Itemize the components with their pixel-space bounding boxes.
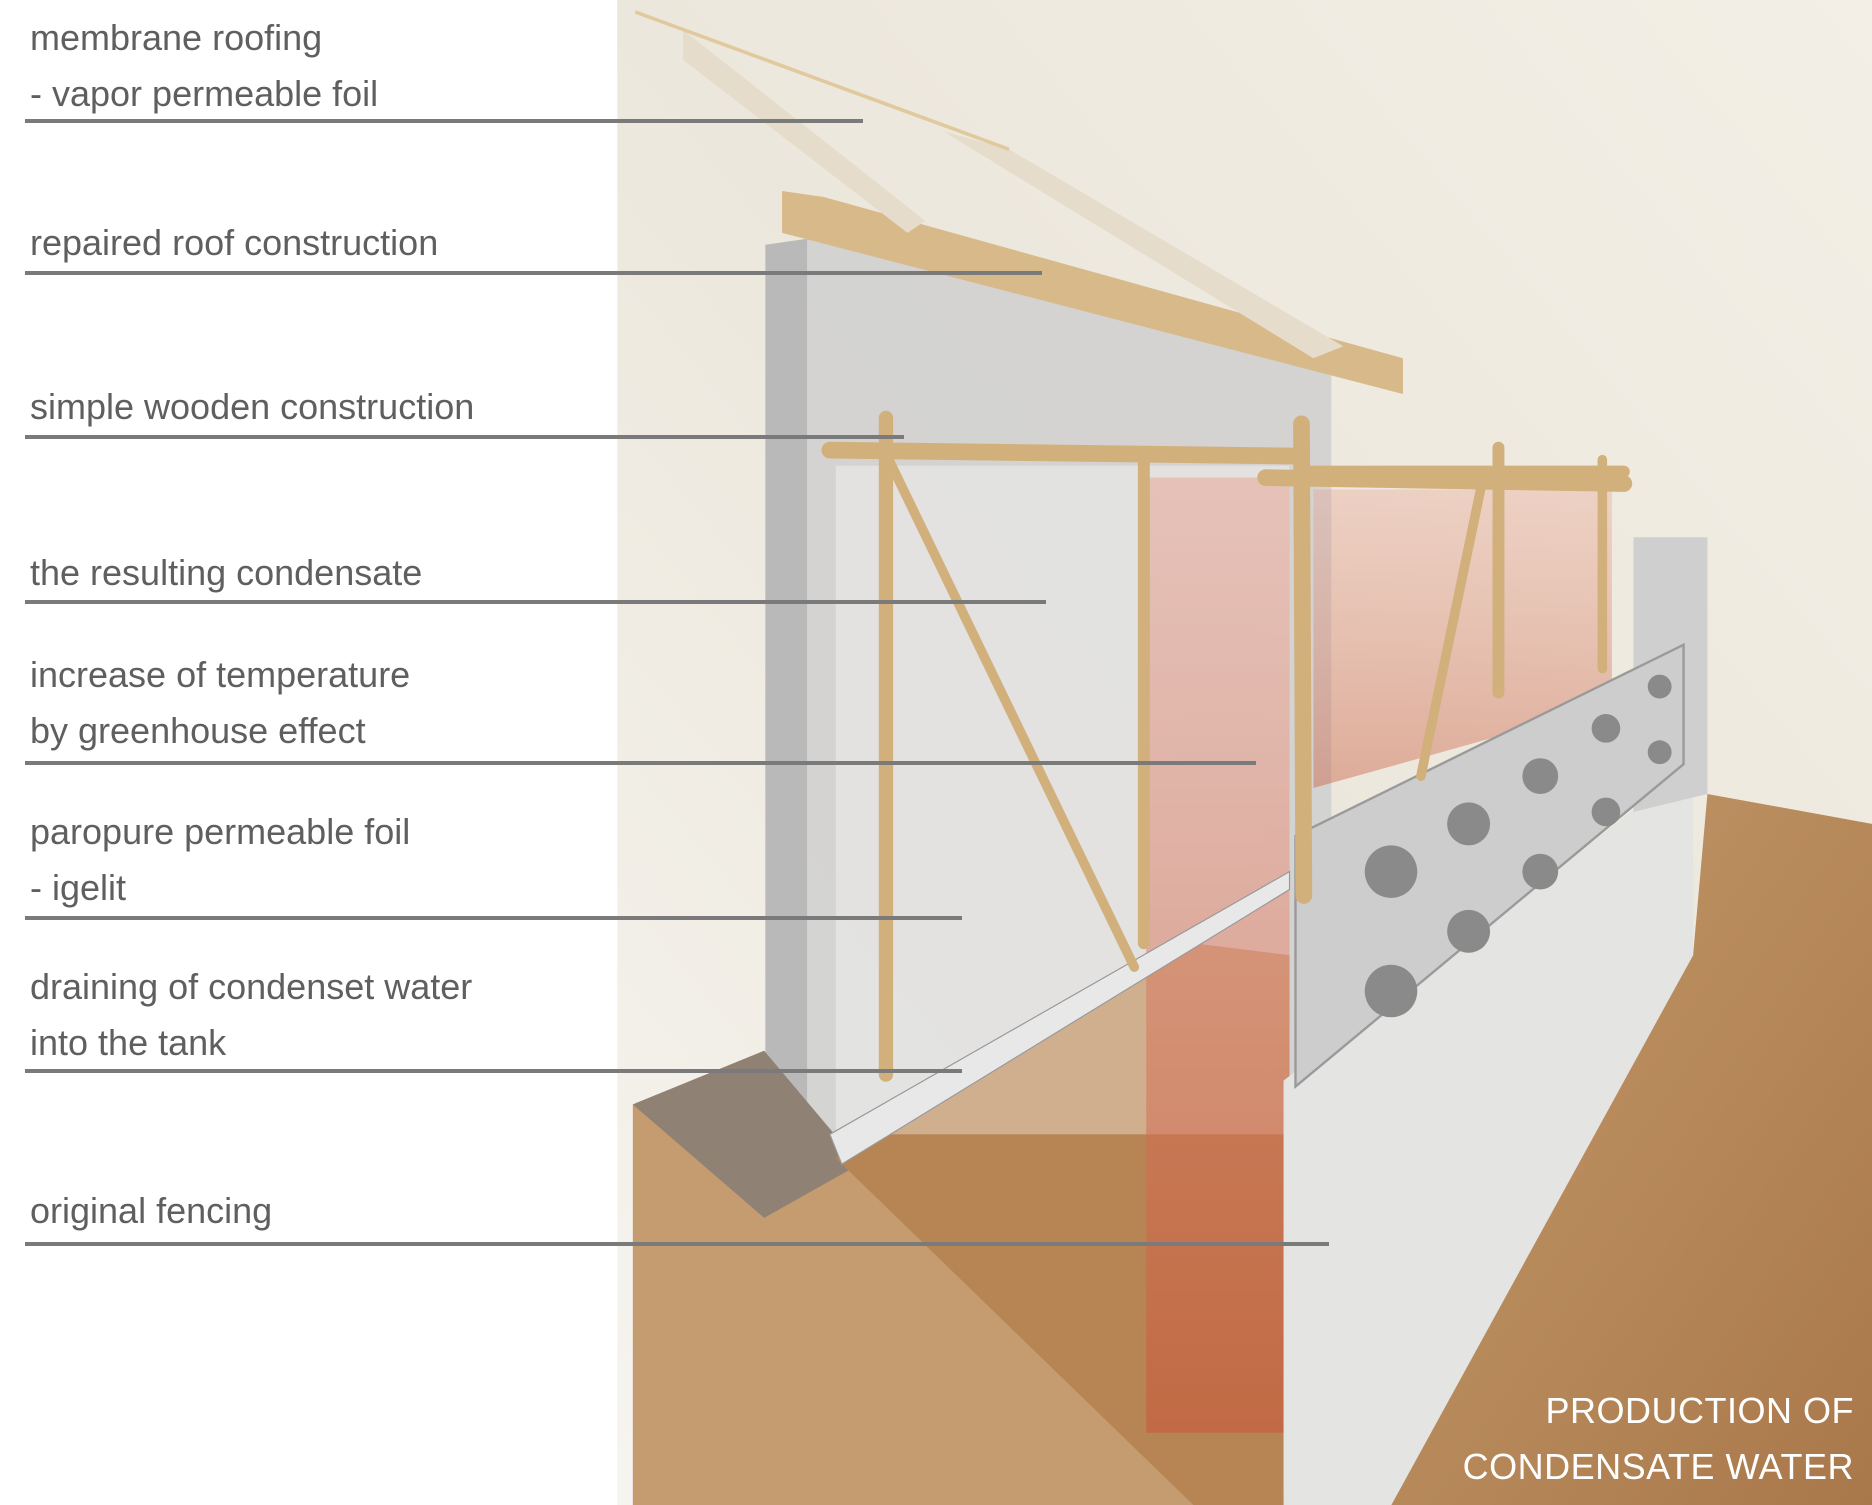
fence-wall (1283, 764, 1694, 1505)
leader-line-original-fencing (25, 1242, 1329, 1246)
label-roof-construction: repaired roof construction (30, 215, 438, 271)
label-line: - igelit (30, 867, 127, 908)
label-line: membrane roofing (30, 17, 323, 58)
label-line: draining of condenset water (30, 966, 473, 1007)
label-condensate: the resulting condensate (30, 545, 422, 601)
label-line: repaired roof construction (30, 222, 439, 263)
roof-foil-2 (943, 131, 1344, 359)
leader-line-draining (25, 1069, 962, 1073)
label-membrane-roofing: membrane roofing - vapor permeable foil (30, 10, 378, 122)
ground (1385, 794, 1872, 1505)
label-line: into the tank (30, 1022, 227, 1063)
label-line: - vapor permeable foil (30, 73, 379, 114)
label-line: simple wooden construction (30, 386, 475, 427)
leader-line-wooden-construction (25, 435, 904, 439)
leader-line-membrane-roofing (25, 119, 863, 123)
leader-line-condensate (25, 600, 1046, 604)
label-original-fencing: original fencing (30, 1183, 272, 1239)
label-line: original fencing (30, 1190, 273, 1231)
leader-line-roof-construction (25, 271, 1042, 275)
roof-foil-1 (682, 29, 926, 233)
label-greenhouse-effect: increase of temperature by greenhouse eff… (30, 647, 410, 759)
label-line: paropure permeable foil (30, 811, 411, 852)
label-permeable-foil: paropure permeable foil - igelit (30, 804, 410, 916)
label-line: the resulting condensate (30, 552, 423, 593)
diagram-title: PRODUCTION OF CONDENSATE WATER (1463, 1383, 1854, 1495)
drain-gutter (829, 870, 1291, 1166)
label-wooden-construction: simple wooden construction (30, 379, 474, 435)
wall-edge (765, 238, 808, 1308)
title-line-1: PRODUCTION OF (1545, 1390, 1854, 1431)
title-line-2: CONDENSATE WATER (1462, 1446, 1854, 1487)
label-line: by greenhouse effect (30, 710, 366, 751)
bamboo-frame (821, 410, 1633, 1082)
leader-line-permeable-foil (25, 916, 962, 920)
label-draining: draining of condenset water into the tank (30, 959, 472, 1071)
roof-beam (782, 191, 1403, 395)
leader-line-greenhouse-effect (25, 761, 1256, 765)
label-line: increase of temperature (30, 654, 411, 695)
block-holes (1364, 674, 1672, 1018)
wooden-deck (632, 1050, 860, 1218)
